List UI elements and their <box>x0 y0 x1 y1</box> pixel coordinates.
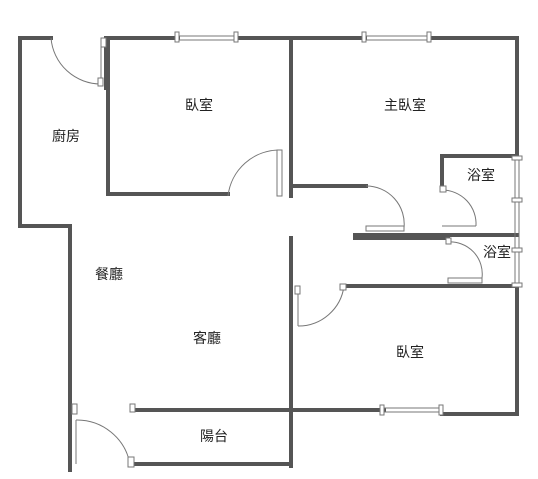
door-kitchen <box>50 37 104 87</box>
wall-exterior-east-lower <box>440 284 519 416</box>
door-master <box>365 185 405 232</box>
window-kitchen-east <box>100 37 107 48</box>
room-labels: 廚房 臥室 主臥室 浴室 浴室 餐廳 客廳 臥室 陽台 <box>52 97 511 445</box>
door-bath-second <box>445 237 483 284</box>
wall-bath-west <box>440 154 519 188</box>
door-bedroom-bottom <box>294 283 347 327</box>
label-bedroom-top: 臥室 <box>185 97 213 114</box>
walls <box>18 36 519 472</box>
window-bedroom-top <box>174 31 239 43</box>
door-bedroom-top <box>227 149 283 197</box>
label-bath-second: 浴室 <box>483 244 511 261</box>
label-bath-master: 浴室 <box>467 167 495 184</box>
doors <box>50 37 483 468</box>
wall-bedroom-west <box>106 40 230 196</box>
label-dining: 餐廳 <box>95 266 123 283</box>
label-balcony: 陽台 <box>200 429 228 445</box>
window-master-top <box>361 31 432 43</box>
label-living: 客廳 <box>193 330 221 347</box>
wall-kitchen-west <box>18 36 72 228</box>
label-master-bedroom: 主臥室 <box>384 97 426 114</box>
window-bedroom-south <box>379 404 444 416</box>
door-bath-master <box>439 185 477 227</box>
windows <box>100 31 523 416</box>
window-bath-east <box>511 155 523 288</box>
label-bedroom-bottom: 臥室 <box>396 344 424 361</box>
label-kitchen: 廚房 <box>52 128 80 145</box>
door-balcony <box>71 403 136 468</box>
